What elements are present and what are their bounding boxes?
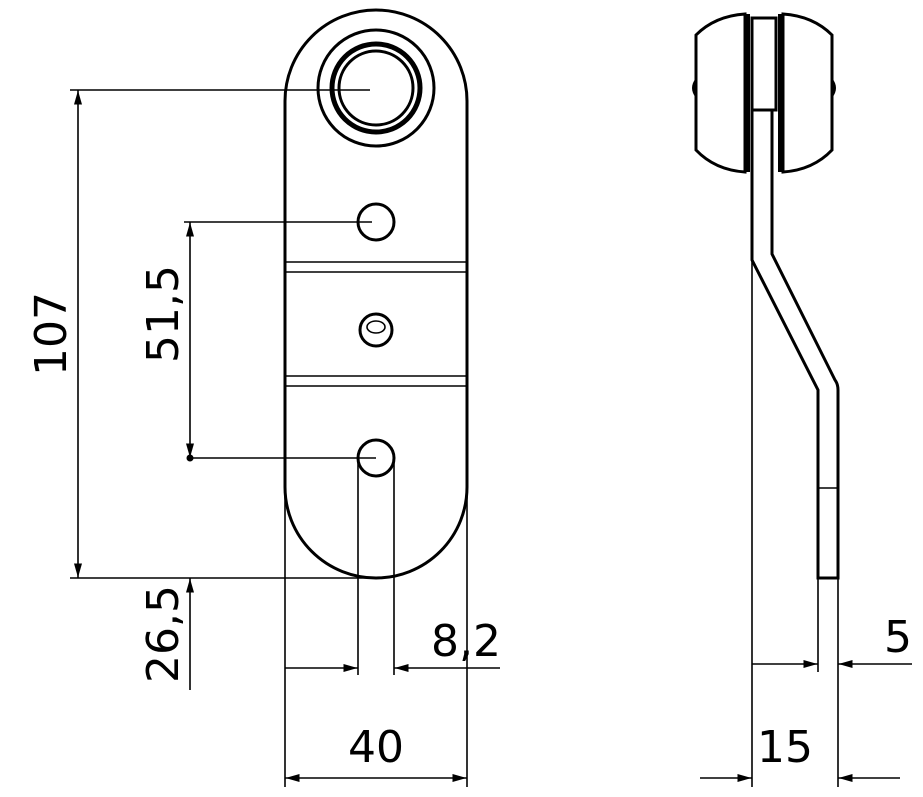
dimension-5: 5 — [752, 578, 912, 672]
label-5: 5 — [884, 612, 912, 663]
label-51-5: 51,5 — [138, 265, 189, 363]
label-40: 40 — [348, 722, 404, 773]
dimension-107: 107 — [26, 89, 376, 579]
plate-bends — [285, 261, 467, 387]
label-107: 107 — [26, 292, 77, 376]
dimension-40: 40 — [284, 487, 468, 787]
dimension-15: 15 — [700, 260, 900, 787]
wheel-front — [316, 28, 436, 148]
front-view — [283, 8, 469, 580]
wheel-side — [692, 12, 836, 174]
label-15: 15 — [757, 722, 813, 773]
dimension-51-5: 51,5 — [138, 221, 376, 462]
dimension-8-2: 8,2 — [285, 458, 501, 675]
center-hole — [358, 312, 394, 348]
plate-outline — [283, 8, 469, 580]
dimension-26-5: 26,5 — [138, 578, 194, 690]
bracket-side — [750, 110, 840, 580]
label-26-5: 26,5 — [138, 585, 189, 683]
side-view — [692, 12, 840, 580]
label-8-2: 8,2 — [431, 616, 501, 667]
